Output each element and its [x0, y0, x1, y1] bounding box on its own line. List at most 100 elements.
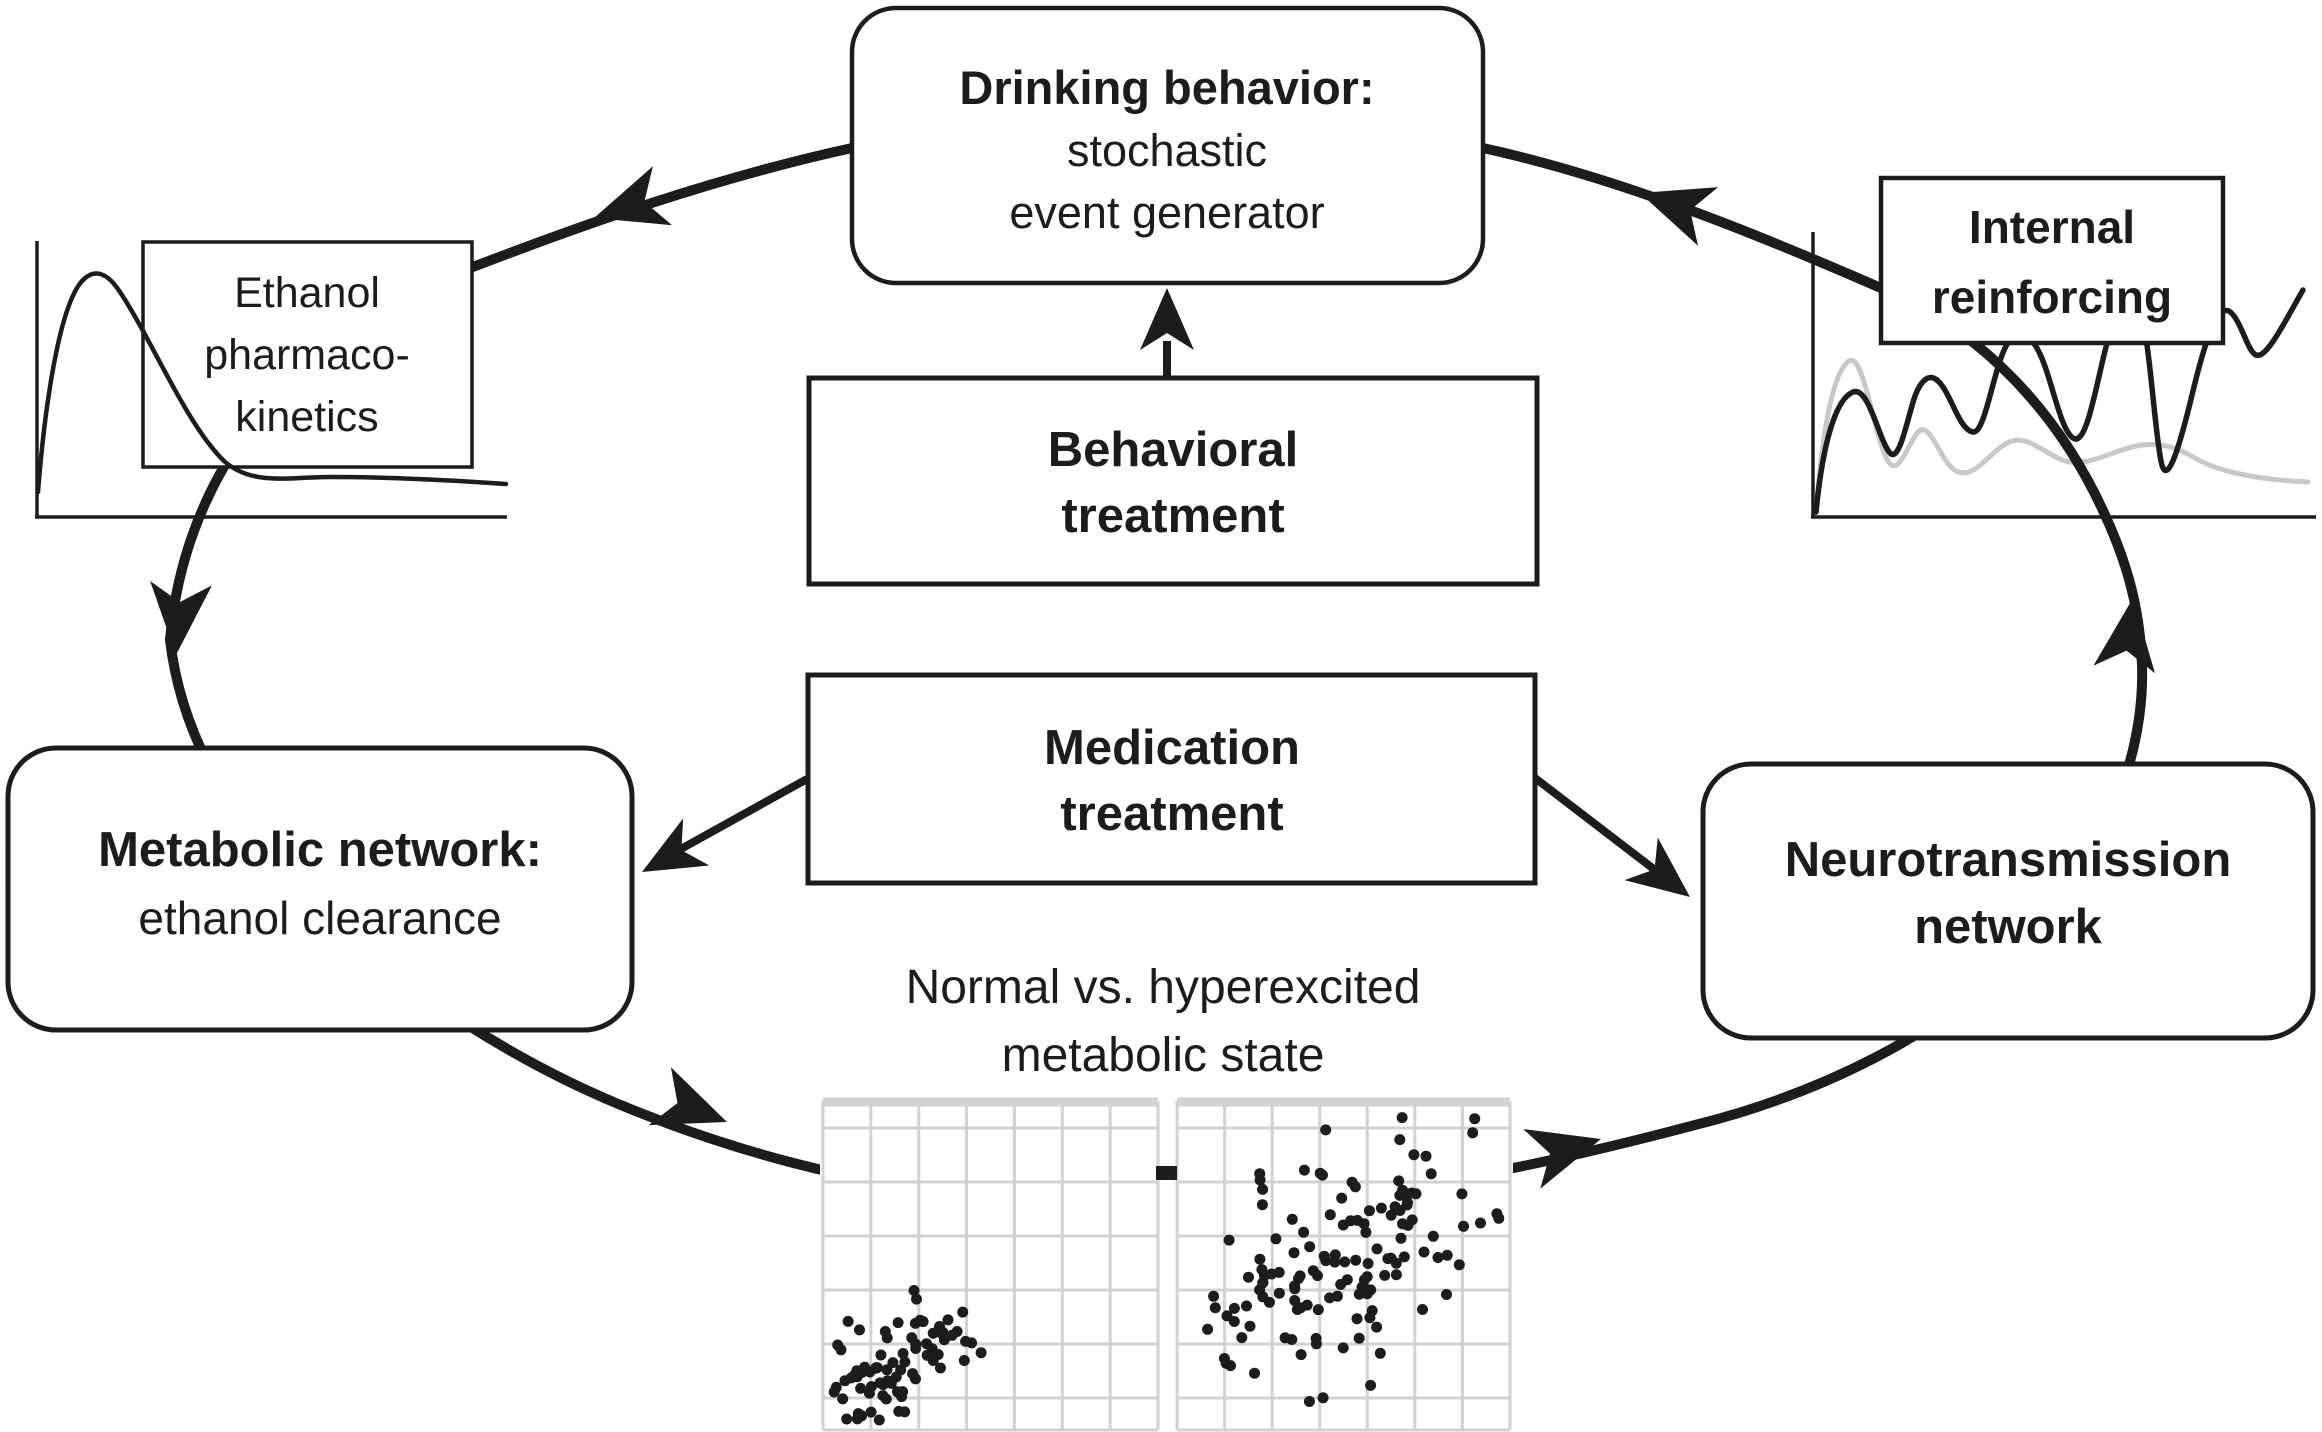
neurotransmission-line1: Neurotransmission	[1785, 833, 2232, 887]
scatter-dot	[1249, 1367, 1260, 1379]
scatter-dot	[910, 1343, 922, 1354]
scatter-dot	[1243, 1271, 1254, 1283]
scatter-dot	[946, 1329, 958, 1341]
behavioral-treatment-frame	[806, 375, 1540, 587]
scatter-dot	[897, 1348, 909, 1359]
cycle-arrowhead-top-right-icon	[1640, 187, 1719, 246]
behavioral-line1: Behavioral	[1048, 423, 1299, 477]
scatter-dot	[1288, 1247, 1300, 1259]
scatter-dot	[1298, 1226, 1310, 1238]
cycle-arrowhead-top-left-icon	[594, 166, 673, 226]
internal-reinforcing-frame	[1878, 175, 2226, 346]
medication-left-arrow-shaft	[659, 775, 809, 864]
scatter-dot	[880, 1393, 892, 1405]
behavioral-line2: treatment	[1061, 489, 1284, 543]
scatter-caption-line1: Normal vs. hyperexcited	[906, 961, 1421, 1014]
scatter-dot	[957, 1306, 969, 1318]
drinking-title: Drinking behavior:	[959, 61, 1374, 114]
scatter-dot	[1208, 1290, 1220, 1302]
scatter-dot	[1295, 1349, 1307, 1361]
scatter-dot	[1236, 1332, 1248, 1344]
scatter-dot	[837, 1393, 849, 1405]
scatter-dot	[932, 1349, 944, 1360]
scatter-dot	[832, 1339, 844, 1351]
pharmacokinetic-curve	[35, 271, 509, 495]
scatter-dot	[1317, 1169, 1328, 1181]
scatter-dot	[1371, 1243, 1383, 1255]
scatter-dot	[1318, 1250, 1330, 1262]
scatter-dot	[975, 1347, 987, 1359]
scatter-dot	[1475, 1217, 1486, 1229]
scatter-dot	[906, 1332, 918, 1344]
scatter-background	[820, 1096, 1513, 1432]
scatter-dot	[865, 1406, 877, 1418]
gray-signal-curve	[1813, 358, 2311, 515]
scatter-dot	[921, 1338, 932, 1350]
scatter-dot	[1417, 1304, 1428, 1315]
scatter-dot	[881, 1364, 893, 1376]
scatter-dot	[1358, 1218, 1370, 1230]
medication-line1: Medication	[1044, 721, 1300, 775]
scatter-dot	[1256, 1264, 1268, 1276]
internal-reinforcing-box: Internal reinforcing	[1878, 175, 2226, 346]
scatter-dot	[1351, 1313, 1363, 1325]
scatter-dot	[1398, 1251, 1410, 1263]
internal-label-line2: reinforcing	[1932, 271, 2172, 323]
scatter-dot	[1408, 1149, 1420, 1161]
scatter-dot	[921, 1349, 933, 1361]
minus-dash-icon	[1156, 1166, 1177, 1180]
scatter-dot	[1361, 1271, 1373, 1283]
cycle-arrowhead-bottom-left-icon	[648, 1067, 727, 1126]
scatter-dot	[1310, 1332, 1322, 1344]
scatter-dot	[1393, 1175, 1405, 1187]
scatter-dot	[1228, 1316, 1240, 1327]
scatter-dot	[1360, 1226, 1372, 1238]
scatter-dot	[1379, 1269, 1391, 1281]
internal-plot-axes	[1811, 232, 2316, 519]
scatter-dot	[851, 1371, 863, 1383]
scatter-caption-line2: metabolic state	[1002, 1029, 1325, 1082]
scatter-dot	[1366, 1305, 1378, 1317]
scatter-dot	[855, 1382, 867, 1394]
scatter-dot	[1317, 1392, 1329, 1404]
scatter-dot	[1353, 1288, 1365, 1300]
drinking-behavior-box: Drinking behavior: stochastic event gene…	[849, 5, 1486, 286]
scatter-dot	[1244, 1320, 1256, 1332]
scatter-dot	[935, 1362, 946, 1374]
normal-metabolic-scatter	[828, 1285, 987, 1426]
scatter-dot	[914, 1314, 926, 1326]
scatter-dot	[1273, 1287, 1285, 1299]
scatter-dot	[1456, 1188, 1468, 1200]
scatter-dot	[1389, 1201, 1401, 1213]
scatter-dot	[1298, 1164, 1310, 1176]
medication-treatment-box: Medication treatment	[805, 672, 1538, 886]
scatter-dot	[897, 1386, 909, 1398]
scatter-dot	[1254, 1174, 1266, 1186]
metabolic-subtitle: ethanol clearance	[138, 892, 501, 944]
scatter-dot	[1365, 1379, 1377, 1391]
scatter-dot	[1289, 1280, 1300, 1292]
cycle-arrowhead-bottom-right-icon	[1523, 1129, 1601, 1189]
scatter-dot	[851, 1413, 863, 1425]
ethanol-pk-box: Ethanol pharmaco- kinetics	[141, 240, 474, 469]
treatment-arrows	[642, 288, 1690, 897]
scatter-dot	[1257, 1277, 1269, 1289]
scatter-dot	[875, 1349, 887, 1361]
scatter-dot	[1396, 1112, 1408, 1124]
scatter-dot	[1303, 1396, 1315, 1407]
scatter-dot	[1374, 1347, 1386, 1359]
scatter-dot	[1363, 1205, 1375, 1217]
scatter-dot	[1263, 1296, 1275, 1308]
metabolic-network-box: Metabolic network: ethanol clearance	[5, 745, 635, 1033]
scatter-dot	[1329, 1256, 1341, 1268]
neurotransmission-line2: network	[1914, 900, 2103, 954]
scatter-dot	[1418, 1246, 1430, 1258]
scatter-dot	[1320, 1124, 1332, 1136]
scatter-dot	[828, 1386, 840, 1398]
metabolic-state-panels	[820, 1096, 1513, 1432]
scatter-dot	[942, 1314, 954, 1326]
scatter-dot	[1228, 1302, 1240, 1314]
scatter-dot	[1458, 1220, 1469, 1232]
scatter-dot	[1425, 1168, 1437, 1180]
